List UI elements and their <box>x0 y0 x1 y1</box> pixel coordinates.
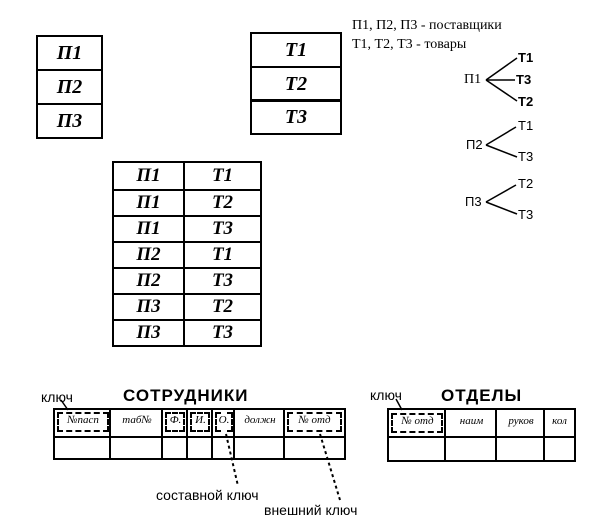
departments-title: ОТДЕЛЫ <box>441 386 523 405</box>
suppliers-box: П1 П2 П3 <box>36 35 103 139</box>
employees-column <box>111 410 163 458</box>
departments-header-label: наим <box>459 415 484 427</box>
pairs-supplier-cell: П1 <box>114 191 185 215</box>
pairs-row: П3 Т3 <box>114 319 260 345</box>
departments-header-label: руков <box>508 415 534 427</box>
pairs-goods-cell: Т3 <box>211 322 234 343</box>
employees-column <box>235 410 285 458</box>
supplier-label: П2 <box>56 75 83 98</box>
departments-column <box>446 410 497 460</box>
pairs-row: П2 Т1 <box>114 241 260 267</box>
employees-header-label: должн <box>244 414 276 426</box>
foreign-key-label: внешний ключ <box>264 502 358 518</box>
pairs-supplier-cell: П2 <box>114 269 185 293</box>
departments-table: № отд наим руков кол <box>387 408 576 462</box>
departments-column <box>497 410 545 460</box>
tree-leaf: Т3 <box>516 72 532 87</box>
pairs-row: П1 Т3 <box>114 215 260 241</box>
foreign-key-outline <box>287 412 342 432</box>
employees-row-divider <box>55 436 344 438</box>
employees-header-label: О. <box>218 414 230 426</box>
departments-header-label: кол <box>552 415 567 427</box>
composite-key-label: составной ключ <box>156 487 259 503</box>
composite-key-outline <box>165 412 185 432</box>
pairs-goods-cell: Т2 <box>211 296 234 317</box>
employees-header-label: таб№ <box>122 414 152 426</box>
pairs-goods-cell: Т3 <box>211 270 234 291</box>
supplier-label: П1 <box>56 41 83 64</box>
tree-root: П1 <box>464 72 482 87</box>
tree-root: П2 <box>466 137 483 152</box>
employees-key-label: ключ <box>41 389 73 405</box>
employees-column <box>213 410 235 458</box>
employees-header-label: Ф. <box>169 414 182 426</box>
primary-key-outline <box>57 412 109 432</box>
tree-leaf: Т3 <box>518 207 534 222</box>
tree-root: П3 <box>465 194 482 209</box>
pairs-row: П2 Т3 <box>114 267 260 293</box>
goods-cell: Т3 <box>250 99 342 135</box>
employees-title: СОТРУДНИКИ <box>123 386 249 405</box>
legend-suppliers: П1, П2, П3 - поставщики <box>352 18 502 33</box>
tree-leaf: Т2 <box>518 176 534 191</box>
employees-header-label: И. <box>195 414 206 426</box>
tree-leaf: Т2 <box>518 94 534 109</box>
tree-leaf: Т1 <box>518 118 534 133</box>
pairs-goods-cell: Т1 <box>211 244 234 265</box>
pairs-row: П1 Т2 <box>114 189 260 215</box>
goods-label: Т1 <box>284 38 308 61</box>
departments-header-label: № отд <box>401 415 434 427</box>
primary-key-outline <box>391 413 443 433</box>
departments-row-divider <box>389 436 574 438</box>
pairs-row: П1 Т1 <box>114 163 260 189</box>
goods-label: Т3 <box>284 105 308 128</box>
supplier-cell: П3 <box>36 103 103 139</box>
pairs-supplier-cell: П2 <box>114 243 185 267</box>
pairs-supplier-cell: П3 <box>114 295 185 319</box>
composite-key-outline <box>190 412 210 432</box>
employees-column <box>188 410 213 458</box>
employees-header-label: № отд <box>298 414 331 426</box>
tree-leaf: Т3 <box>518 149 534 164</box>
tree-leaf: Т1 <box>518 50 534 65</box>
goods-label: Т2 <box>284 72 308 95</box>
departments-column <box>389 410 446 460</box>
pairs-row: П3 Т2 <box>114 293 260 319</box>
employees-column <box>163 410 188 458</box>
departments-key-label: ключ <box>370 387 402 403</box>
employees-table: №пасп таб№ Ф. И. О. должн № отд <box>53 408 346 460</box>
pairs-supplier-cell: П1 <box>114 217 185 241</box>
pairs-goods-cell: Т2 <box>211 192 234 213</box>
pairs-goods-cell: Т3 <box>211 218 234 239</box>
employees-header-label: №пасп <box>67 414 99 426</box>
legend-goods: Т1, Т2, Т3 - товары <box>352 37 467 52</box>
employees-column <box>55 410 111 458</box>
goods-cell: Т2 <box>250 66 342 102</box>
pairs-goods-cell: Т1 <box>211 165 234 186</box>
pairs-supplier-cell: П1 <box>114 163 185 189</box>
goods-box: Т1 Т2 Т3 <box>250 32 342 135</box>
supplier-label: П3 <box>56 109 83 132</box>
composite-key-outline <box>215 412 233 432</box>
pairs-supplier-cell: П3 <box>114 321 185 345</box>
